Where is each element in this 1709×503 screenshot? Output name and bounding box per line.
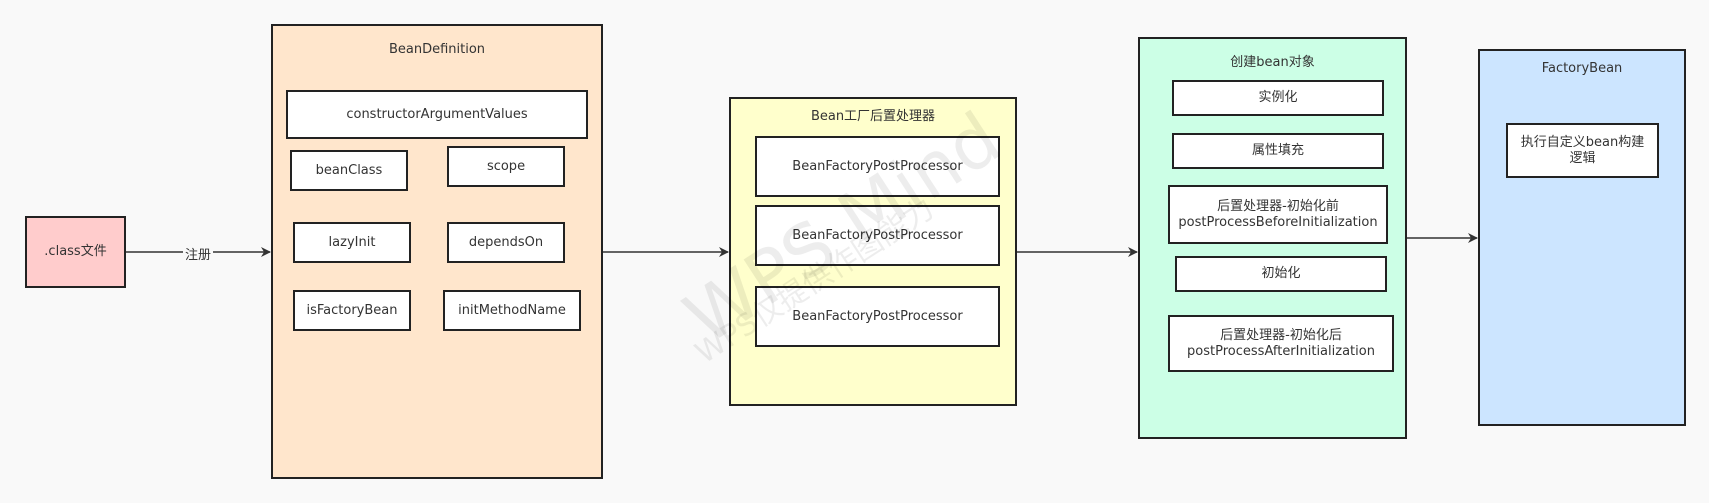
post-processor-item[interactable]: BeanFactoryPostProcessor [755, 286, 1000, 347]
field-lazy-init[interactable]: lazyInit [293, 222, 411, 263]
step-init[interactable]: 初始化 [1175, 256, 1387, 292]
field-scope[interactable]: scope [447, 146, 565, 187]
factory-bean-title: FactoryBean [1541, 61, 1623, 76]
field-constructor-argument-values[interactable]: constructorArgumentValues [286, 90, 588, 139]
post-processor-title: Bean工厂后置处理器 [810, 109, 936, 124]
step-before-init[interactable]: 后置处理器-初始化前 postProcessBeforeInitializati… [1168, 185, 1388, 244]
post-processor-item[interactable]: BeanFactoryPostProcessor [755, 205, 1000, 266]
step-instantiate[interactable]: 实例化 [1172, 80, 1384, 116]
field-depends-on[interactable]: dependsOn [447, 222, 565, 263]
step-populate[interactable]: 属性填充 [1172, 133, 1384, 169]
field-is-factory-bean[interactable]: isFactoryBean [293, 290, 411, 331]
class-file-node[interactable]: .class文件 [25, 216, 126, 288]
edge-label-register: 注册 [183, 244, 214, 263]
field-bean-class[interactable]: beanClass [290, 150, 408, 191]
custom-logic-node[interactable]: 执行自定义bean构建 逻辑 [1506, 123, 1659, 178]
post-processor-item[interactable]: BeanFactoryPostProcessor [755, 136, 1000, 197]
step-after-init[interactable]: 后置处理器-初始化后 postProcessAfterInitializatio… [1168, 315, 1394, 372]
create-bean-title: 创建bean对象 [1230, 55, 1315, 70]
field-init-method-name[interactable]: initMethodName [443, 290, 581, 331]
bean-definition-title: BeanDefinition [388, 42, 486, 57]
factory-bean-group[interactable]: FactoryBean [1478, 49, 1686, 426]
